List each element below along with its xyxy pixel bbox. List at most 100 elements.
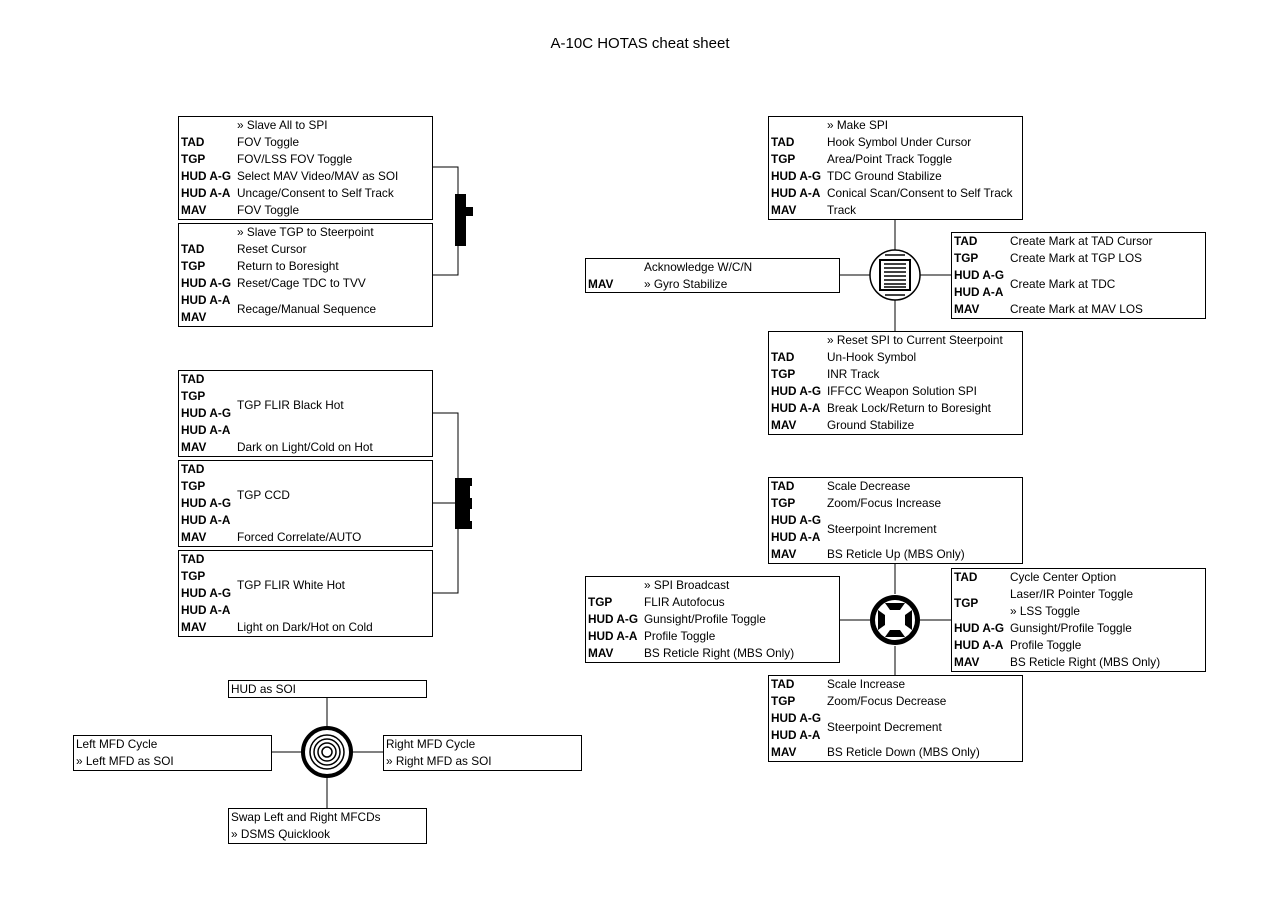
function-label: Dark on Light/Cold on Hot — [237, 440, 373, 454]
mode-label: MAV — [588, 277, 614, 291]
trim-mid-panel: TAD TGP HUD A-G HUD A-A TGP CCD MAV Force… — [178, 460, 433, 547]
function-label: Create Mark at TAD Cursor — [1010, 234, 1153, 248]
mode-label: TGP — [588, 595, 613, 609]
function-label: Break Lock/Return to Boresight — [827, 401, 991, 415]
dms-up-heading: » Make SPI — [827, 118, 888, 132]
function-label: Uncage/Consent to Self Track — [237, 186, 394, 200]
mode-label: HUD A-A — [181, 513, 231, 527]
function-label: Steerpoint Decrement — [827, 720, 942, 734]
tms-up-heading: » Slave All to SPI — [237, 118, 328, 132]
coolie-switch-icon — [301, 726, 353, 778]
function-label: » LSS Toggle — [1010, 604, 1080, 618]
function-label: Gunsight/Profile Toggle — [644, 612, 766, 626]
tms-down-heading: » Slave TGP to Steerpoint — [237, 225, 374, 239]
mode-label: TGP — [181, 479, 206, 493]
mode-label: MAV — [771, 418, 797, 432]
function-label: Select MAV Video/MAV as SOI — [237, 169, 399, 183]
mode-label: HUD A-A — [771, 401, 821, 415]
mode-label: MAV — [771, 203, 797, 217]
page-title: A-10C HOTAS cheat sheet — [550, 35, 730, 52]
function-label: Acknowledge W/C/N — [644, 260, 753, 274]
function-label: Cycle Center Option — [1010, 570, 1117, 584]
function-label: TGP CCD — [237, 488, 290, 502]
mode-label: TAD — [771, 135, 795, 149]
mode-label: HUD A-A — [771, 530, 821, 544]
mode-label: HUD A-G — [588, 612, 639, 626]
mode-label: HUD A-G — [954, 621, 1005, 635]
coolie-down-panel: Swap Left and Right MFCDs » DSMS Quicklo… — [228, 808, 427, 844]
function-label: » DSMS Quicklook — [231, 827, 330, 841]
function-label: Hook Symbol Under Cursor — [827, 135, 972, 149]
mode-label: TAD — [771, 677, 795, 691]
mode-label: MAV — [954, 655, 980, 669]
function-label: Return to Boresight — [237, 259, 339, 273]
function-label: Reset Cursor — [237, 242, 307, 256]
function-label: IFFCC Weapon Solution SPI — [827, 384, 977, 398]
mode-label: MAV — [181, 620, 207, 634]
function-label: BS Reticle Down (MBS Only) — [827, 745, 980, 759]
mode-label: MAV — [181, 203, 207, 217]
dms-down-heading: » Reset SPI to Current Steerpoint — [827, 333, 1003, 347]
mode-label: HUD A-G — [181, 586, 232, 600]
tms-switch-icon — [455, 194, 473, 246]
mode-label: TGP — [954, 251, 979, 265]
dms-switch-icon — [869, 249, 921, 301]
mode-label: TGP — [771, 496, 796, 510]
mode-label: HUD A-A — [181, 423, 231, 437]
dms-left-panel: Acknowledge W/C/N MAV» Gyro Stabilize — [585, 258, 840, 293]
china-left-panel: » SPI Broadcast TGP FLIR Autofocus HUD A-… — [585, 576, 840, 663]
mode-label: HUD A-A — [954, 285, 1004, 299]
mode-label: MAV — [181, 530, 207, 544]
function-label: Conical Scan/Consent to Self Track — [827, 186, 1013, 200]
function-label: Reset/Cage TDC to TVV — [237, 276, 366, 290]
mode-label: HUD A-G — [181, 496, 232, 510]
mode-label: TGP — [181, 569, 206, 583]
function-label: Profile Toggle — [644, 629, 716, 643]
function-label: Forced Correlate/AUTO — [237, 530, 362, 544]
mode-label: HUD A-A — [181, 603, 231, 617]
mode-label: HUD A-G — [771, 513, 822, 527]
function-label: Scale Increase — [827, 677, 906, 691]
function-label: FLIR Autofocus — [644, 595, 725, 609]
function-label: Swap Left and Right MFCDs — [231, 810, 381, 824]
mode-label: MAV — [954, 302, 980, 316]
function-label: Un-Hook Symbol — [827, 350, 917, 364]
china-left-heading: » SPI Broadcast — [644, 578, 730, 592]
function-label: Area/Point Track Toggle — [827, 152, 953, 166]
trim-up-panel: TAD TGP HUD A-G HUD A-A TGP FLIR Black H… — [178, 370, 433, 457]
function-label: TGP FLIR White Hot — [237, 578, 345, 592]
mode-label: TGP — [771, 152, 796, 166]
mode-label: TGP — [954, 596, 979, 610]
coolie-left-panel: Left MFD Cycle » Left MFD as SOI — [73, 735, 272, 771]
mode-label: TGP — [771, 694, 796, 708]
mode-label: TAD — [771, 479, 795, 493]
coolie-right-panel: Right MFD Cycle » Right MFD as SOI — [383, 735, 582, 771]
function-label: Create Mark at TDC — [1010, 277, 1116, 291]
mode-label: TAD — [181, 135, 205, 149]
function-label: Create Mark at MAV LOS — [1010, 302, 1143, 316]
function-label: FOV Toggle — [237, 203, 300, 217]
mode-label: HUD A-A — [954, 638, 1004, 652]
function-label: INR Track — [827, 367, 880, 381]
mode-label: HUD A-A — [181, 293, 231, 307]
mode-label: HUD A-A — [771, 186, 821, 200]
mode-label: MAV — [181, 440, 207, 454]
function-label: HUD as SOI — [231, 682, 296, 696]
function-label: Zoom/Focus Increase — [827, 496, 942, 510]
mode-label: MAV — [771, 745, 797, 759]
mode-label: HUD A-A — [181, 186, 231, 200]
trim-down-panel: TAD TGP HUD A-G HUD A-A TGP FLIR White H… — [178, 550, 433, 637]
function-label: Recage/Manual Sequence — [237, 302, 377, 316]
function-label: Right MFD Cycle — [386, 737, 476, 751]
mode-label: HUD A-G — [954, 268, 1005, 282]
function-label: Zoom/Focus Decrease — [827, 694, 947, 708]
mode-label: MAV — [771, 547, 797, 561]
mode-label: TAD — [181, 462, 205, 476]
mode-label: TGP — [181, 259, 206, 273]
dms-up-panel: » Make SPI TAD Hook Symbol Under Cursor T… — [768, 116, 1023, 220]
